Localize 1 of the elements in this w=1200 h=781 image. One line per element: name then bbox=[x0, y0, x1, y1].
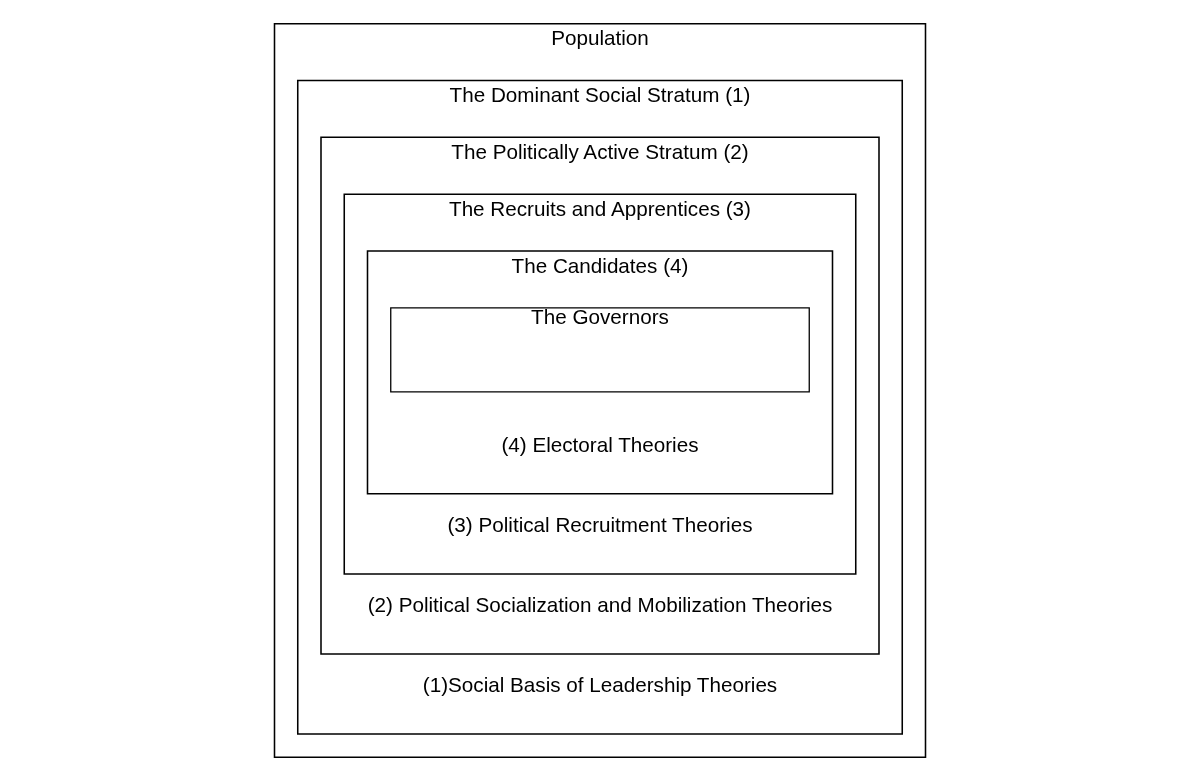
node-box: The Governors bbox=[390, 307, 810, 393]
